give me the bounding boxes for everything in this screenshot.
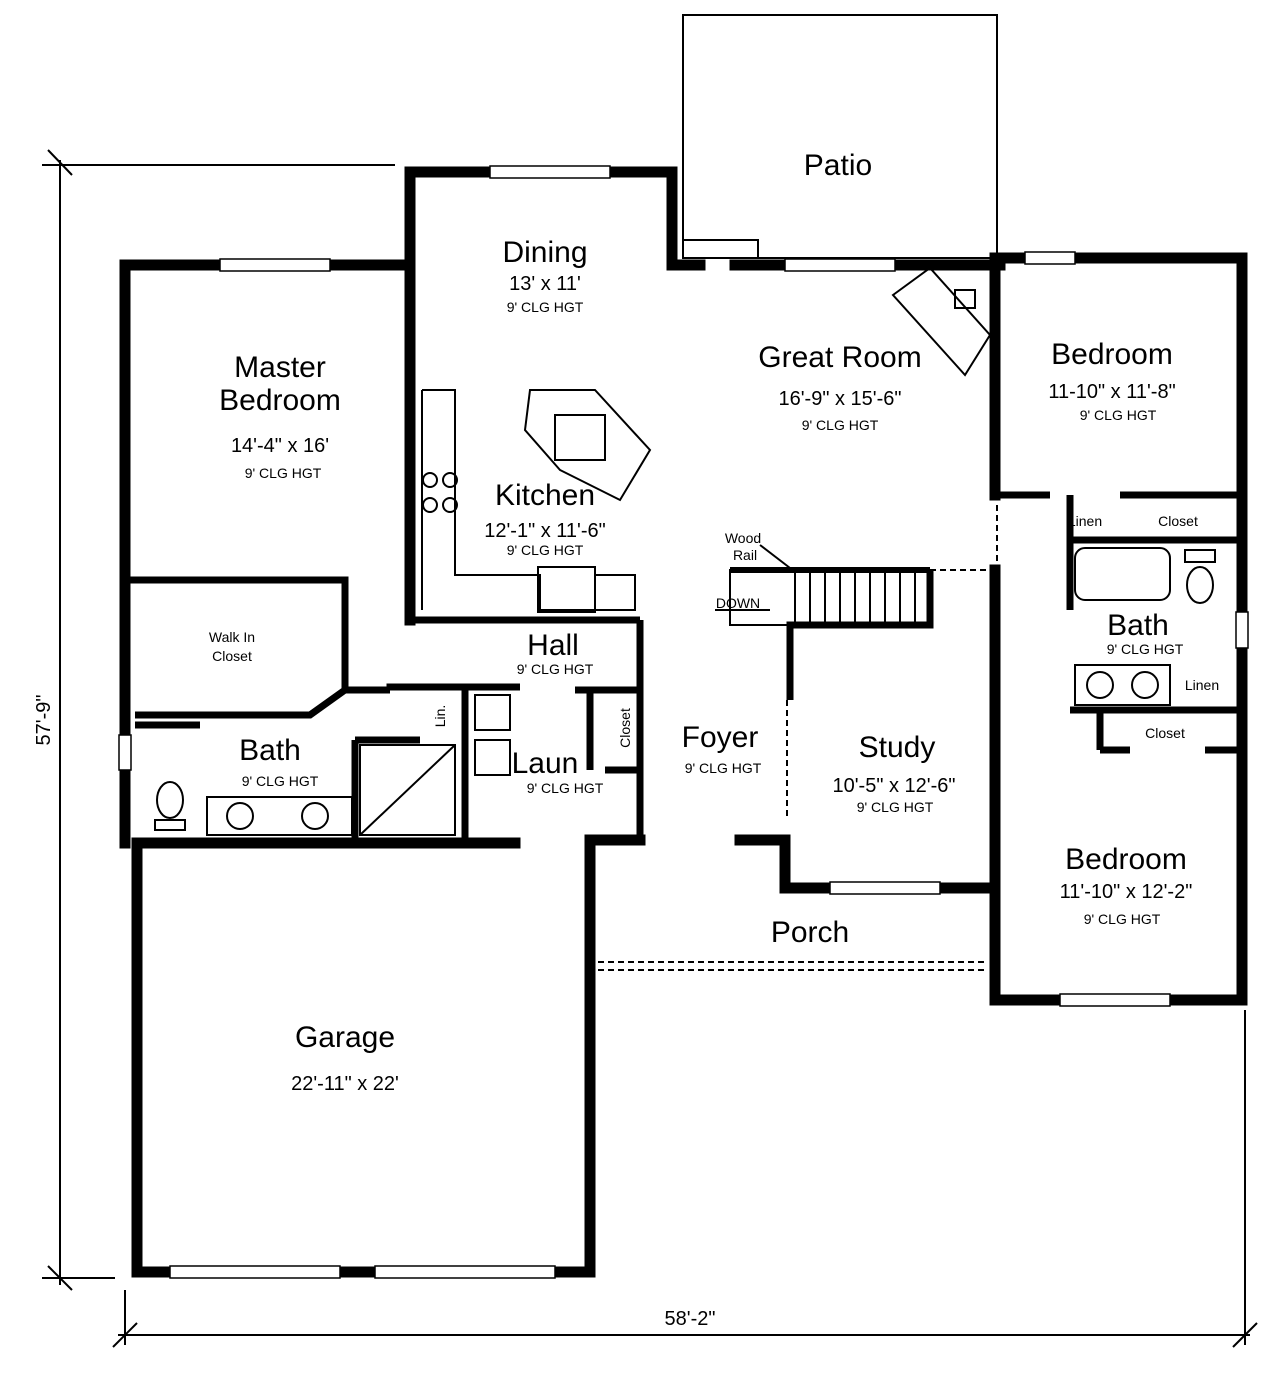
label-lin-master: Lin. bbox=[432, 705, 448, 728]
label-closet-bottom: Closet bbox=[1145, 725, 1185, 741]
room-label-master-bath: Bath bbox=[239, 734, 301, 767]
room-label-kitchen: Kitchen bbox=[495, 479, 595, 512]
label-closet-foyer: Closet bbox=[617, 708, 633, 748]
room-label-garage: Garage bbox=[295, 1021, 395, 1054]
dining-dims: 13' x 11' bbox=[509, 273, 581, 295]
bedroom-top-clg: 9' CLG HGT bbox=[1080, 407, 1157, 423]
room-label-foyer: Foyer bbox=[682, 721, 759, 754]
kitchen-dims: 12'-1" x 11'-6" bbox=[484, 520, 606, 542]
room-label-master-1: Master bbox=[234, 351, 326, 384]
great-room-dims: 16'-9" x 15'-6" bbox=[778, 388, 901, 410]
room-label-porch: Porch bbox=[771, 916, 849, 949]
dimension-lines bbox=[42, 149, 1258, 1348]
dimension-width: 58'-2" bbox=[665, 1308, 716, 1330]
room-label-walk-in-2: Closet bbox=[212, 648, 252, 664]
patio-step bbox=[682, 239, 759, 259]
garage-dims: 22'-11" x 22' bbox=[291, 1073, 399, 1095]
label-linen-bath: Linen bbox=[1185, 677, 1219, 693]
room-label-master-2: Bedroom bbox=[219, 384, 341, 417]
fireplace bbox=[891, 266, 992, 377]
great-room-clg: 9' CLG HGT bbox=[802, 417, 879, 433]
label-linen-top: Linen bbox=[1068, 513, 1102, 529]
label-wood-rail-1: Wood bbox=[725, 530, 761, 546]
master-bath-clg: 9' CLG HGT bbox=[242, 773, 319, 789]
openings bbox=[598, 505, 998, 971]
room-label-great-room: Great Room bbox=[758, 341, 921, 374]
study-dims: 10'-5" x 12'-6" bbox=[832, 775, 955, 797]
label-down: DOWN bbox=[716, 595, 760, 611]
dining-clg: 9' CLG HGT bbox=[507, 299, 584, 315]
room-label-study: Study bbox=[859, 731, 936, 764]
kitchen-clg: 9' CLG HGT bbox=[507, 542, 584, 558]
room-label-dining: Dining bbox=[502, 236, 587, 269]
laundry-clg: 9' CLG HGT bbox=[527, 780, 604, 796]
dimension-depth: 57'-9" bbox=[33, 695, 55, 746]
hall-clg: 9' CLG HGT bbox=[517, 661, 594, 677]
bath-right-clg: 9' CLG HGT bbox=[1107, 641, 1184, 657]
master-clg: 9' CLG HGT bbox=[245, 465, 322, 481]
room-label-walk-in-1: Walk In bbox=[209, 629, 255, 645]
bedroom-top-dims: 11-10" x 11'-8" bbox=[1048, 381, 1175, 403]
bedroom-bottom-clg: 9' CLG HGT bbox=[1084, 911, 1161, 927]
windows bbox=[118, 165, 1249, 1279]
master-dims: 14'-4" x 16' bbox=[231, 435, 329, 457]
label-closet-top: Closet bbox=[1158, 513, 1198, 529]
bath-fixtures bbox=[154, 547, 1216, 836]
foyer-clg: 9' CLG HGT bbox=[685, 760, 762, 776]
room-label-hall: Hall bbox=[527, 629, 579, 662]
room-label-laundry: Laun bbox=[512, 747, 579, 780]
patio-outline bbox=[682, 14, 998, 259]
room-label-bedroom-bottom: Bedroom bbox=[1065, 843, 1187, 876]
room-label-bedroom-top: Bedroom bbox=[1051, 338, 1173, 371]
bedroom-bottom-dims: 11'-10" x 12'-2" bbox=[1060, 881, 1193, 903]
stairs bbox=[715, 544, 931, 626]
label-wood-rail-2: Rail bbox=[733, 547, 757, 563]
kitchen-counters bbox=[421, 389, 652, 613]
room-label-bath-right: Bath bbox=[1107, 609, 1169, 642]
study-clg: 9' CLG HGT bbox=[857, 799, 934, 815]
room-label-patio: Patio bbox=[804, 149, 872, 182]
